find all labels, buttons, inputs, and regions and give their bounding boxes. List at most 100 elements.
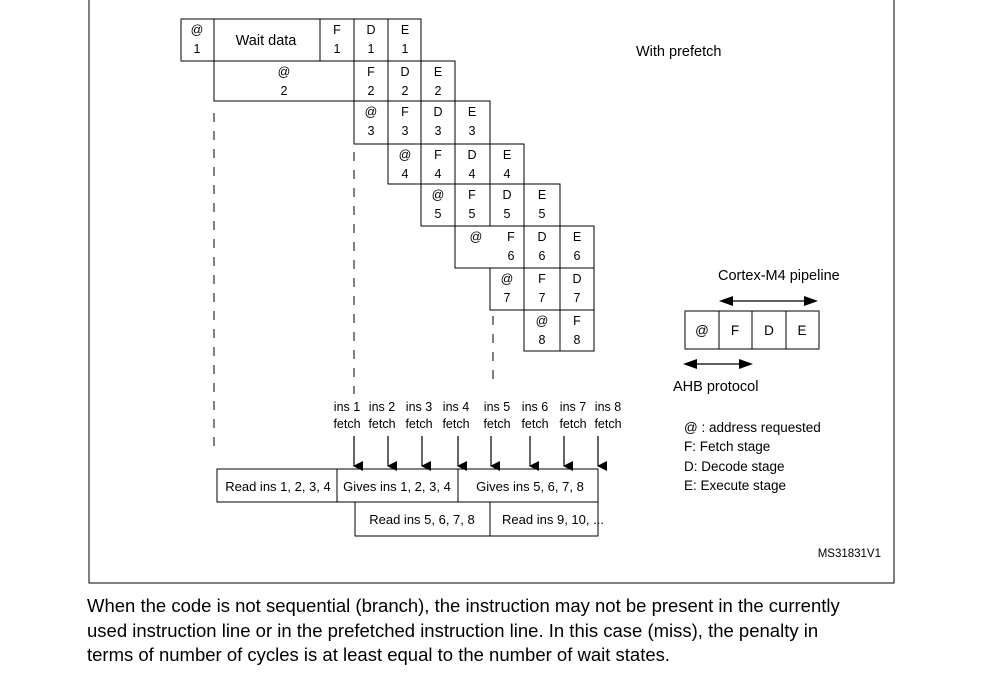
pipeline-cell-instruction: 2 [281,84,288,98]
pipeline-cell-instruction: 6 [574,249,581,263]
legend-fetch: F: Fetch stage [684,439,770,454]
pipeline-cell-stage: D [400,65,409,79]
instr1-row-box [180,18,422,62]
pipeline-cell-instruction: 1 [368,42,375,56]
read-ins-1-4-label: Read ins 1, 2, 3, 4 [225,479,331,494]
pipeline-cell-stage: @ [399,148,412,162]
pipeline-cell-instruction: 8 [539,333,546,347]
pipeline-cell-instruction: 4 [435,167,442,181]
fetch-label-ins: ins 7 [560,400,586,414]
description-line-3: terms of number of cycles is at least eq… [87,644,671,665]
instr8-row-box [523,309,595,352]
legend-execute: E: Execute stage [684,478,786,493]
read-ins-5-8-label: Read ins 5, 6, 7, 8 [369,512,475,527]
pipeline-stage-fetch: F [731,323,739,338]
fetch-label-fetch: fetch [521,417,548,431]
description-line-2: used instruction line or in the prefetch… [87,619,819,641]
figure-id: MS31831V1 [818,548,881,560]
pipeline-cell-stage: @ [501,272,514,286]
pipeline-cell-instruction: 1 [402,42,409,56]
pipeline-cell-instruction: 4 [402,167,409,181]
pipeline-cell-stage: E [538,188,546,202]
pipeline-cell-stage: F [333,23,341,37]
pipeline-cell-instruction: 2 [368,84,375,98]
pipeline-cell-stage: E [503,148,511,162]
pipeline-cell-instruction: 4 [469,167,476,181]
fetch-label-fetch: fetch [368,417,395,431]
pipeline-cell-stage: E [573,230,581,244]
pipeline-cell-instruction: 2 [402,84,409,98]
pipeline-cell-instruction: 1 [334,42,341,56]
pipeline-cell-stage: F [507,230,515,244]
pipeline-stage-execute: E [797,323,806,338]
pipeline-cell-instruction: 6 [508,249,515,263]
ahb-protocol-label: AHB protocol [673,379,758,395]
gives-ins-1-4-label: Gives ins 1, 2, 3, 4 [343,479,451,494]
pipeline-cell-instruction: 4 [504,167,511,181]
pipeline-stage-address: @ [695,323,709,338]
pipeline-cell-stage: F [573,314,581,328]
pipeline-cell-stage: D [366,23,375,37]
fetch-label-ins: ins 2 [369,400,395,414]
fetch-label-fetch: fetch [483,417,510,431]
fetch-label-fetch: fetch [594,417,621,431]
pipeline-cell-instruction: 3 [435,124,442,138]
pipeline-cell-instruction: 7 [504,291,511,305]
pipeline-cell-instruction: 3 [368,124,375,138]
description-paragraph: When the code is not sequential (branch)… [87,594,917,668]
pipeline-cell-stage: F [538,272,546,286]
pipeline-cell-instruction: 3 [469,124,476,138]
pipeline-cell-stage: @ [191,23,204,37]
read-ins-9-10-box [489,501,599,537]
pipeline-cell-instruction: 7 [574,291,581,305]
pipeline-cell-instruction: 3 [402,124,409,138]
pipeline-cell-stage: @ [278,65,291,79]
pipeline-cell-instruction: 1 [194,42,201,56]
instr2-row-box [213,60,456,102]
pipeline-cell-instruction: 6 [539,249,546,263]
fetch-label-ins: ins 3 [406,400,432,414]
legend-decode: D: Decode stage [684,459,785,474]
pipeline-cell-instruction: 2 [435,84,442,98]
pipeline-cell-instruction: 7 [539,291,546,305]
pipeline-title: Cortex-M4 pipeline [718,268,840,284]
pipeline-cell-stage: @ [432,188,445,202]
fetch-label-fetch: fetch [333,417,360,431]
fetch-label-ins: ins 5 [484,400,510,414]
legend-address: @ : address requested [684,420,821,435]
fetch-label-ins: ins 4 [443,400,469,414]
pipeline-cell-stage: @ [365,105,378,119]
pipeline-cell-stage: D [502,188,511,202]
fetch-label-ins: ins 8 [595,400,621,414]
fetch-label-ins: ins 1 [334,400,360,414]
read-ins-9-10-label: Read ins 9, 10, ... [502,512,604,527]
pipeline-cell-instruction: 8 [574,333,581,347]
pipeline-cell-stage: D [537,230,546,244]
gives-ins-5-8-label: Gives ins 5, 6, 7, 8 [476,479,584,494]
pipeline-cell-label: @ [470,230,483,244]
pipeline-cell-stage: E [401,23,409,37]
pipeline-cell-stage: F [434,148,442,162]
pipeline-cell-stage: F [367,65,375,79]
figure-frame [88,0,895,584]
pipeline-cell-stage: E [434,65,442,79]
pipeline-cell-instruction: 5 [469,207,476,221]
pipeline-cell-instruction: 5 [504,207,511,221]
pipeline-cell-label: Wait data [236,33,298,49]
description-line-1: When the code is not sequential (branch)… [87,595,840,616]
pipeline-cell-stage: F [401,105,409,119]
pipeline-cell-stage: E [468,105,476,119]
pipeline-cell-stage: D [433,105,442,119]
pipeline-cell-stage: D [467,148,476,162]
pipeline-cell-stage: D [572,272,581,286]
fetch-label-ins: ins 6 [522,400,548,414]
pipeline-cell-stage: F [468,188,476,202]
pipeline-cell-instruction: 5 [435,207,442,221]
fetch-label-fetch: fetch [405,417,432,431]
pipeline-cell-instruction: 5 [539,207,546,221]
fetch-label-fetch: fetch [559,417,586,431]
with-prefetch-title: With prefetch [636,44,721,60]
pipeline-stage-decode: D [764,323,774,338]
fetch-label-fetch: fetch [442,417,469,431]
